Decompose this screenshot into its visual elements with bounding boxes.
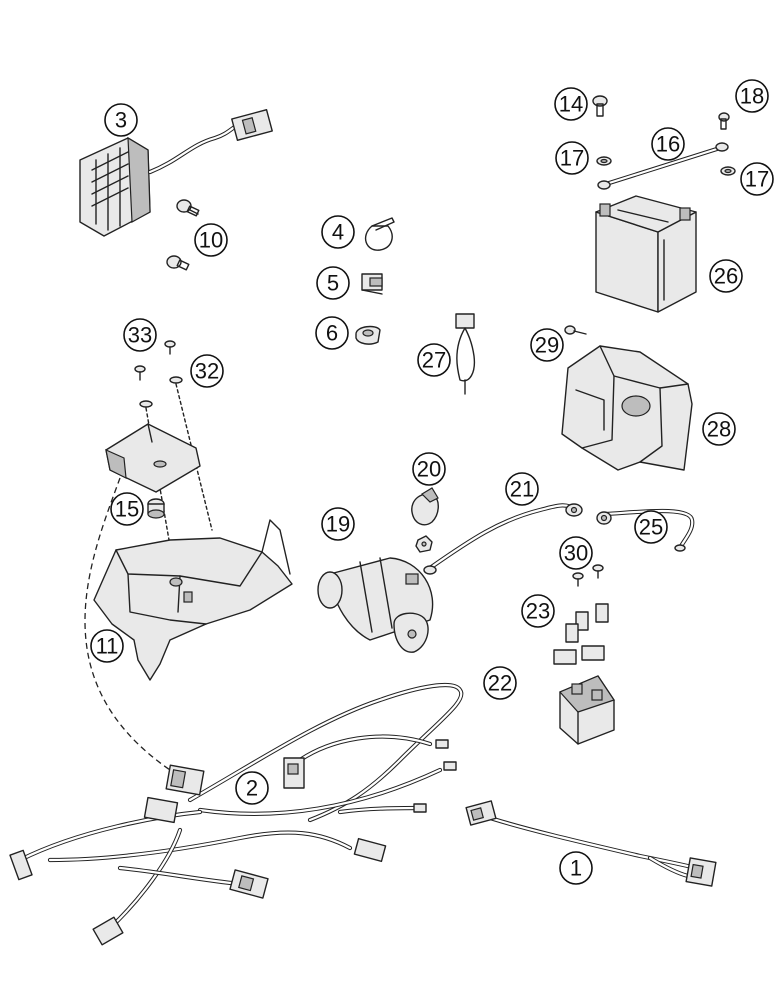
svg-text:15: 15 [115,497,139,522]
svg-text:3: 3 [115,108,127,133]
callout-15: 15 [110,492,144,526]
battery-box-part [561,345,693,471]
svg-text:2: 2 [246,776,258,801]
callout-21: 21 [505,472,539,506]
svg-text:17: 17 [560,146,584,171]
callout-32: 32 [190,354,224,388]
svg-text:32: 32 [195,359,219,384]
callout-26: 26 [709,259,743,293]
svg-text:25: 25 [639,515,663,540]
callout-14: 14 [554,87,588,121]
rubber-grommet-part [147,498,165,519]
main-harness-part [9,683,464,946]
svg-text:26: 26 [714,264,738,289]
svg-text:11: 11 [96,634,119,659]
voltage-regulator-part [79,109,273,237]
svg-text:27: 27 [422,348,446,373]
svg-text:16: 16 [656,132,680,157]
cable-tie-part [364,217,395,251]
callout-29: 29 [530,328,564,362]
callout-19: 19 [321,507,355,541]
sub-harness-part [465,800,717,887]
fuse-holder-part [455,313,476,395]
svg-text:30: 30 [564,541,588,566]
callout-4: 4 [321,215,355,249]
svg-text:1: 1 [570,856,582,881]
grommet-clip-part [355,325,381,345]
callout-30: 30 [559,536,593,570]
callout-17b: 17 [740,162,774,196]
callout-1: 1 [559,851,593,885]
battery-part [595,195,697,313]
ground-cable-part [596,508,695,552]
callout-20: 20 [412,452,446,486]
svg-text:21: 21 [510,477,534,502]
callout-5: 5 [316,266,350,300]
holder-bracket-part [93,519,293,681]
nut-part [415,535,433,553]
starter-cable-part [423,503,583,575]
callout-28: 28 [702,412,736,446]
callout-3: 3 [104,103,138,137]
callout-22: 22 [483,666,517,700]
svg-text:22: 22 [488,671,512,696]
callout-2: 2 [235,771,269,805]
svg-text:28: 28 [707,417,731,442]
regulator-screws-part [166,199,200,271]
svg-text:23: 23 [526,599,550,624]
callout-16: 16 [651,127,685,161]
callout-33: 33 [123,318,157,352]
callout-25: 25 [634,510,668,544]
battery-hardware-part [592,95,736,190]
svg-text:6: 6 [326,321,338,346]
connection-dash-line [84,477,171,771]
svg-text:18: 18 [740,84,764,109]
callout-27: 27 [417,343,451,377]
svg-text:19: 19 [326,512,350,537]
cable-clip-part [361,273,383,295]
callout-11: 11 [90,629,124,663]
starter-motor-part [317,557,434,653]
callout-10: 10 [194,223,228,257]
svg-text:10: 10 [199,228,223,253]
svg-text:4: 4 [332,220,344,245]
svg-text:5: 5 [327,271,339,296]
fuses-part [565,603,609,643]
svg-text:14: 14 [559,92,583,117]
svg-text:29: 29 [535,333,559,358]
svg-text:33: 33 [128,323,152,348]
svg-text:17: 17 [745,167,769,192]
callout-6: 6 [315,316,349,350]
callout-23: 23 [521,594,555,628]
callout-17a: 17 [555,141,589,175]
relay-screws-part [572,564,604,587]
battery-box-screw-part [564,325,587,335]
svg-text:20: 20 [417,457,441,482]
callout-18: 18 [735,79,769,113]
starter-relay-part [553,645,615,745]
control-unit-part [105,423,201,493]
terminal-cap-part [411,487,439,526]
